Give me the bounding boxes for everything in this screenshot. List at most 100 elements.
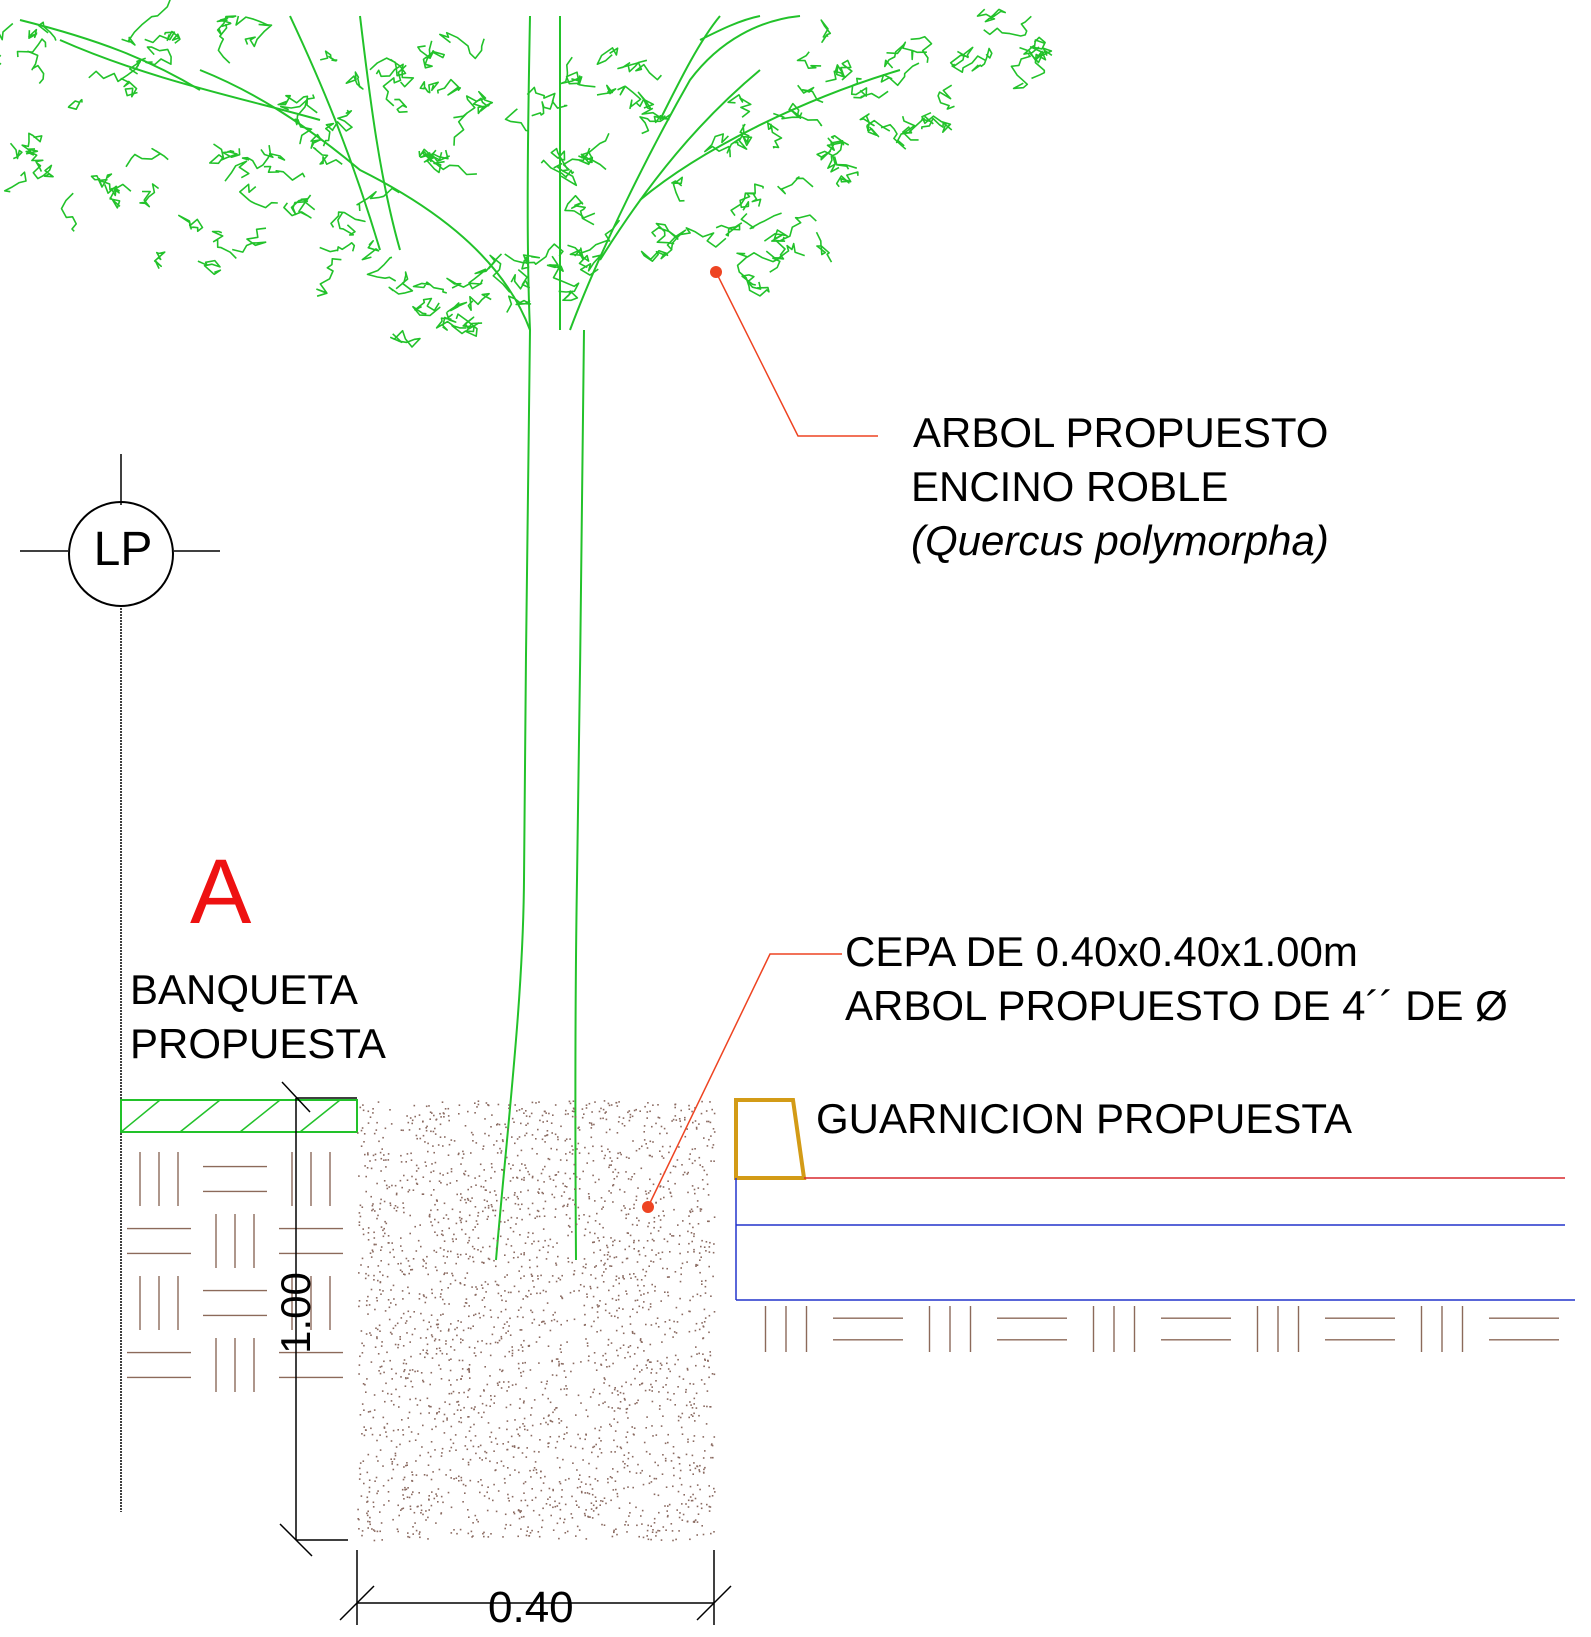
leaf-cluster xyxy=(209,143,225,165)
leaf-cluster xyxy=(277,94,318,114)
tree-canopy xyxy=(0,0,1053,348)
leaf-cluster xyxy=(145,46,172,66)
leaf-cluster xyxy=(531,100,554,117)
leaf-cluster xyxy=(727,94,752,118)
leaf-cluster xyxy=(651,222,675,245)
leaf-cluster xyxy=(910,35,933,63)
leaf-cluster xyxy=(436,78,462,96)
leaf-cluster xyxy=(0,54,2,66)
leaf-cluster xyxy=(21,132,43,156)
grid-bubble xyxy=(68,501,174,607)
leaf-cluster xyxy=(921,117,953,131)
leaf-cluster xyxy=(244,23,273,48)
leaf-cluster xyxy=(921,111,952,133)
leaf-cluster xyxy=(796,51,822,69)
leaf-cluster xyxy=(337,212,356,236)
leaf-cluster xyxy=(736,256,770,297)
leaf-cluster xyxy=(562,290,579,302)
leaf-cluster xyxy=(951,55,987,73)
leaf-cluster xyxy=(232,227,267,253)
leaf-cluster xyxy=(28,28,38,39)
leaf-cluster xyxy=(596,84,617,96)
leaf-cluster xyxy=(290,198,316,216)
leaf-cluster xyxy=(3,171,27,193)
leaf-cluster xyxy=(565,71,581,86)
leaf-cluster xyxy=(316,258,342,297)
tree-label-line1: ARBOL PROPUESTO xyxy=(913,409,1329,456)
leaf-cluster xyxy=(241,144,272,170)
leaf-cluster xyxy=(504,243,564,265)
leaf-cluster xyxy=(636,91,655,110)
tree-trunk xyxy=(495,329,585,1261)
pit-leader xyxy=(642,953,842,1213)
leaf-cluster xyxy=(320,50,338,62)
leaf-cluster xyxy=(816,150,840,173)
leaf-cluster xyxy=(366,256,397,282)
leaf-cluster xyxy=(16,38,47,58)
leaf-cluster xyxy=(356,187,400,212)
leaf-cluster xyxy=(773,112,823,127)
leaf-cluster xyxy=(660,229,687,260)
leaf-cluster xyxy=(779,214,817,242)
leaf-cluster xyxy=(417,45,435,69)
leaf-cluster xyxy=(886,41,927,61)
leaf-cluster xyxy=(949,46,974,67)
leaf-cluster xyxy=(1031,50,1047,80)
leaf-cluster xyxy=(850,77,868,97)
leaf-cluster xyxy=(239,183,278,209)
tree-leader xyxy=(710,266,878,437)
leaf-cluster xyxy=(197,259,222,276)
leaf-cluster xyxy=(220,148,241,162)
leaf-cluster xyxy=(769,242,805,273)
leaf-cluster xyxy=(617,61,639,73)
leaf-cluster xyxy=(178,214,204,233)
leaf-cluster xyxy=(767,122,783,149)
leaf-cluster xyxy=(394,98,408,113)
leaf-cluster xyxy=(820,19,832,43)
curb-label: GUARNICION PROPUESTA xyxy=(816,1095,1352,1142)
leaf-cluster xyxy=(835,171,859,188)
dimension-width xyxy=(339,1550,732,1625)
leaf-cluster xyxy=(32,162,54,180)
leaf-cluster xyxy=(465,90,494,114)
leaf-cluster xyxy=(361,240,380,261)
leaf-cluster xyxy=(740,212,782,230)
section-marker: A xyxy=(190,841,252,943)
leaf-cluster xyxy=(820,142,835,161)
leaf-cluster xyxy=(0,22,14,41)
leaf-cluster xyxy=(468,263,493,290)
leaf-cluster xyxy=(121,0,171,46)
leaf-cluster xyxy=(67,98,83,110)
leaf-cluster xyxy=(426,149,449,174)
leaf-cluster xyxy=(90,173,113,188)
leaf-cluster xyxy=(506,295,532,313)
dimension-width-label: 0.40 xyxy=(488,1583,574,1632)
leaf-cluster xyxy=(153,251,166,269)
leaf-cluster xyxy=(937,84,955,110)
leaf-cluster xyxy=(382,64,407,107)
leaf-cluster xyxy=(825,65,847,83)
leaf-cluster xyxy=(788,102,803,119)
leaf-cluster xyxy=(571,201,596,220)
leaf-cluster xyxy=(211,230,237,259)
leaf-cluster xyxy=(827,140,850,169)
grid-line-lp xyxy=(20,454,220,1512)
leaf-cluster xyxy=(504,108,528,132)
leaf-cluster xyxy=(330,211,366,228)
leaf-cluster xyxy=(439,31,485,60)
leaf-cluster xyxy=(510,268,530,290)
earth-hatch-right xyxy=(764,1306,1559,1352)
leaf-cluster xyxy=(375,63,415,88)
leaf-cluster xyxy=(110,183,132,197)
leaf-cluster xyxy=(419,81,439,94)
leaf-cluster xyxy=(125,147,169,168)
leaf-cluster xyxy=(331,109,353,132)
leaf-cluster xyxy=(488,253,511,293)
leaf-cluster xyxy=(216,17,232,27)
grid-marker-label: LP xyxy=(93,523,153,576)
leaf-cluster xyxy=(617,85,642,110)
tree-branches xyxy=(19,15,901,331)
leaf-cluster xyxy=(294,98,313,145)
leaf-cluster xyxy=(526,86,568,109)
